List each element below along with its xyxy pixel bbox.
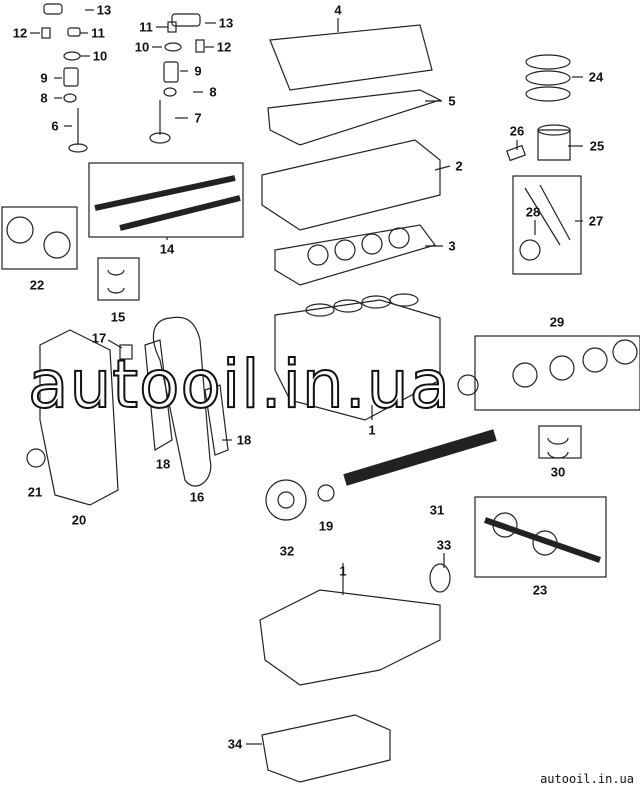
callout-7: 7 [194,110,202,126]
thrust-washer-box [538,425,582,459]
callout-13: 13 [96,2,112,18]
callout-10: 10 [92,48,108,64]
chain-tensioner [119,344,133,360]
callout-10: 10 [134,39,150,55]
callout-25: 25 [589,138,605,154]
rear-main-seal [429,563,451,593]
chain-guide [144,339,173,451]
callout-5: 5 [448,93,456,109]
main-bearings [457,339,638,396]
callout-29: 29 [549,314,565,330]
balance-shaft-box [474,496,607,578]
head-gasket-bores [307,227,410,266]
callout-26: 26 [509,123,525,139]
vvt-gear-box [1,206,78,270]
camshaft-box [88,162,244,238]
valve-cover [269,24,433,91]
head-gasket [274,224,436,286]
callout-31: 31 [429,502,445,518]
callout-23: 23 [532,582,548,598]
callout-18: 18 [155,456,171,472]
camshaft-2 [119,195,241,231]
valve-parts-left [41,3,88,153]
callout-15: 15 [110,309,126,325]
callout-30: 30 [550,464,566,480]
footer-watermark: autooil.in.ua [540,772,634,786]
callout-27: 27 [588,213,604,229]
piston [537,129,571,161]
callout-8: 8 [209,84,217,100]
lower-crankcase [259,589,441,686]
front-seal [26,448,46,468]
timing-chain [152,316,212,487]
connecting-rod [524,184,571,246]
callout-12: 12 [216,39,232,55]
crank-sprocket [317,484,335,502]
bearing-upper [107,269,125,276]
callout-9: 9 [40,70,48,86]
callout-17: 17 [91,330,107,346]
camshaft-1 [94,175,236,211]
callout-18: 18 [236,432,252,448]
balance-shafts [484,517,601,563]
callout-34: 34 [227,736,243,752]
callout-22: 22 [29,277,45,293]
thrust-washers [547,437,569,459]
cylinder-head [261,139,441,231]
callout-16: 16 [189,489,205,505]
piston-pin [506,144,526,162]
callout-12: 12 [12,25,28,41]
valve-parts-right [149,13,205,144]
callout-19: 19 [318,518,334,534]
callout-20: 20 [71,512,87,528]
crankshaft [343,429,497,486]
callout-1: 1 [339,563,347,579]
callout-6: 6 [51,118,59,134]
vvt-gear [6,216,34,244]
bearing-box [97,257,140,301]
callout-21: 21 [27,484,43,500]
timing-cover [39,329,119,506]
callout-11: 11 [139,19,153,35]
valve-cover-gasket [267,89,442,146]
main-bearing-box [474,335,640,411]
chain-tensioner-arm [204,384,229,456]
callout-24: 24 [588,69,604,85]
connecting-rod-box [512,175,582,275]
callout-32: 32 [279,543,295,559]
callout-3: 3 [448,238,456,254]
callout-4: 4 [334,2,342,18]
callout-33: 33 [436,537,452,553]
oil-pan [261,714,391,783]
callout-13: 13 [218,15,234,31]
crank-pulley [265,479,307,521]
watermark: autooil.in.ua [27,346,451,423]
callout-1: 1 [368,422,376,438]
callout-9: 9 [194,63,202,79]
callout-8: 8 [40,90,48,106]
callout-14: 14 [159,241,175,257]
callout-11: 11 [91,25,105,41]
callout-28: 28 [525,204,541,220]
callout-2: 2 [455,158,463,174]
